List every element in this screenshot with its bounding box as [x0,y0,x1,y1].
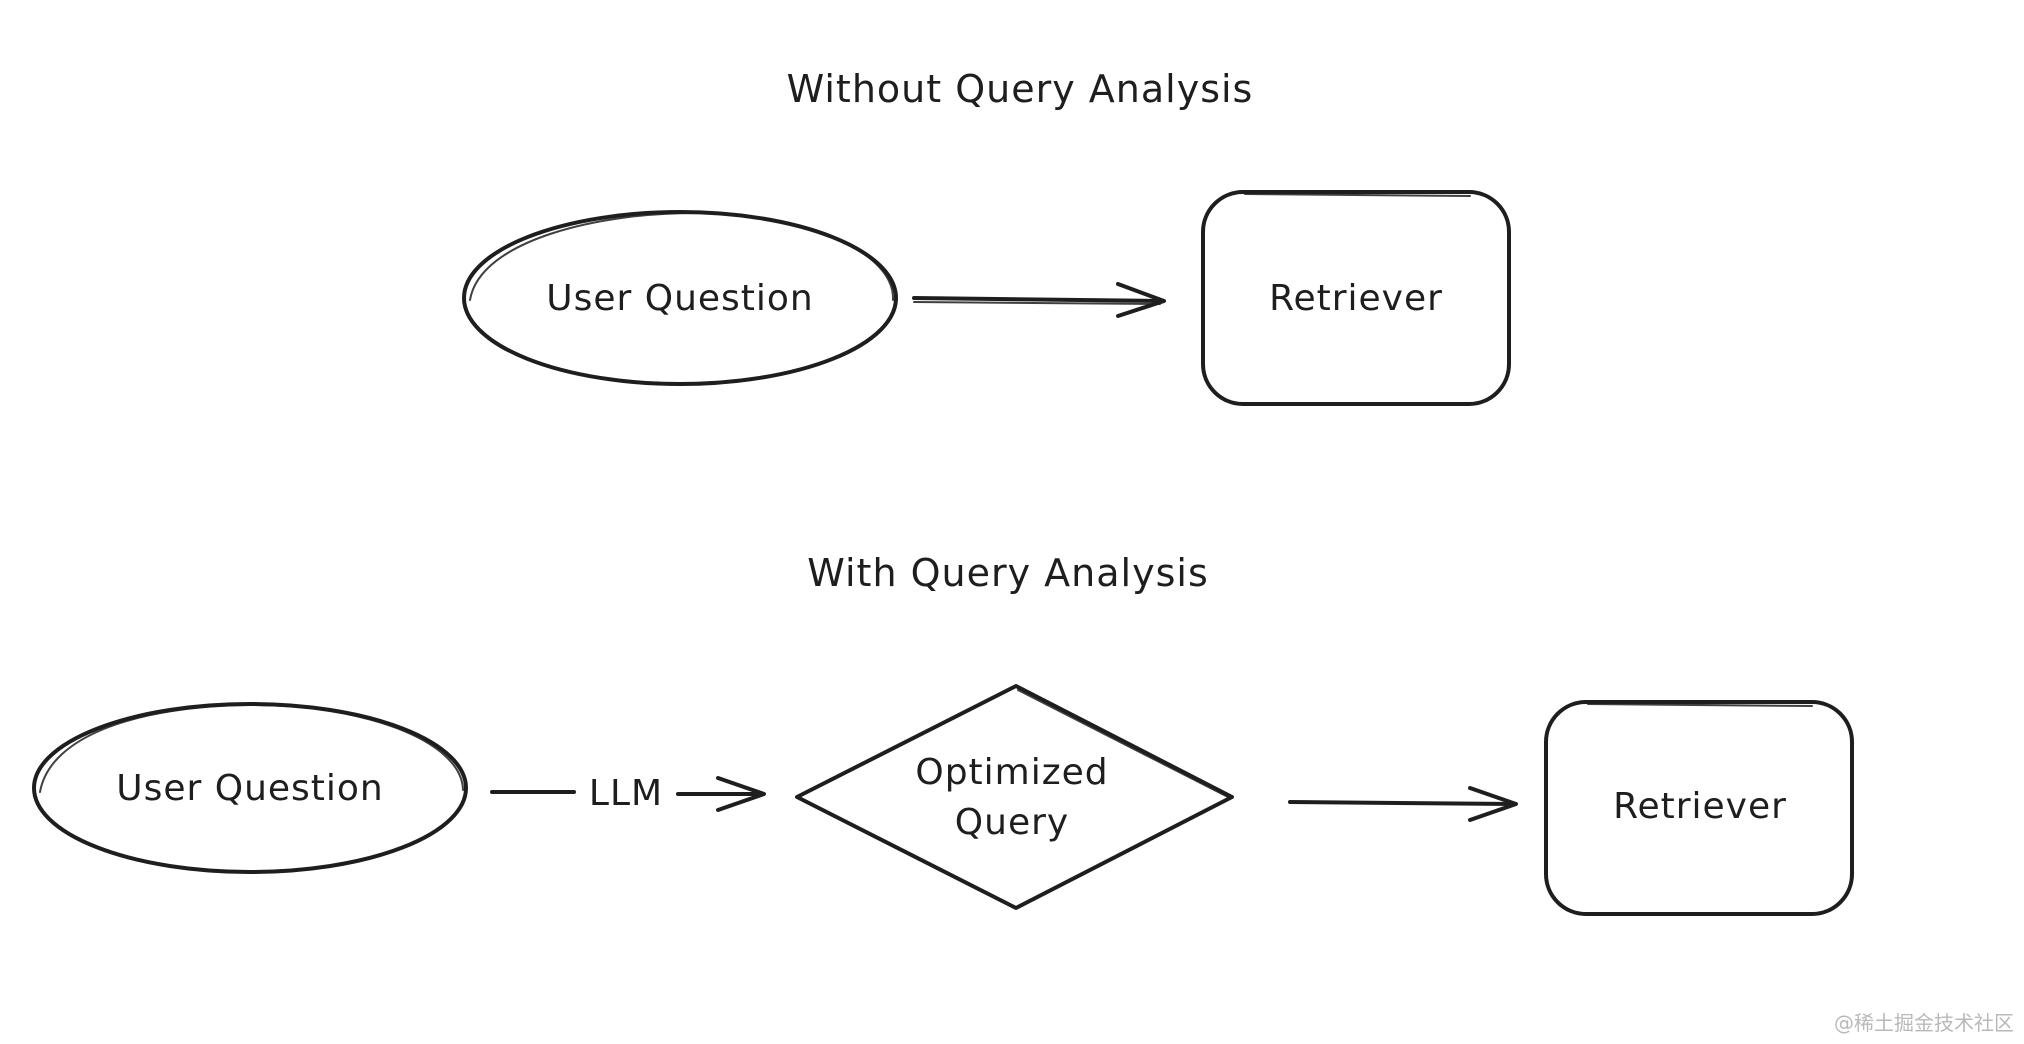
section-title-with: With Query Analysis [807,551,1209,595]
optimized-query-label-line1: Optimized [915,752,1108,793]
arrow-question-to-retriever-top [912,282,1166,318]
watermark: @稀土掘金技术社区 [1834,1011,2014,1035]
optimized-query-label-line2: Query [955,802,1069,843]
retriever-label-bottom: Retriever [1613,786,1787,827]
retriever-label-top: Retriever [1269,278,1443,319]
user-question-label-bottom: User Question [116,768,384,809]
retriever-node-top: Retriever [1201,190,1511,406]
retriever-node-bottom: Retriever [1544,700,1854,916]
arrow-question-to-optimized: LLM [490,773,766,814]
user-question-label-top: User Question [546,278,814,319]
user-question-node-bottom: User Question [32,702,468,874]
user-question-node-top: User Question [462,210,898,386]
llm-edge-label: LLM [589,773,663,814]
arrow-optimized-to-retriever [1288,786,1518,822]
section-title-without: Without Query Analysis [787,67,1254,111]
optimized-query-node: Optimized Query [795,684,1234,910]
